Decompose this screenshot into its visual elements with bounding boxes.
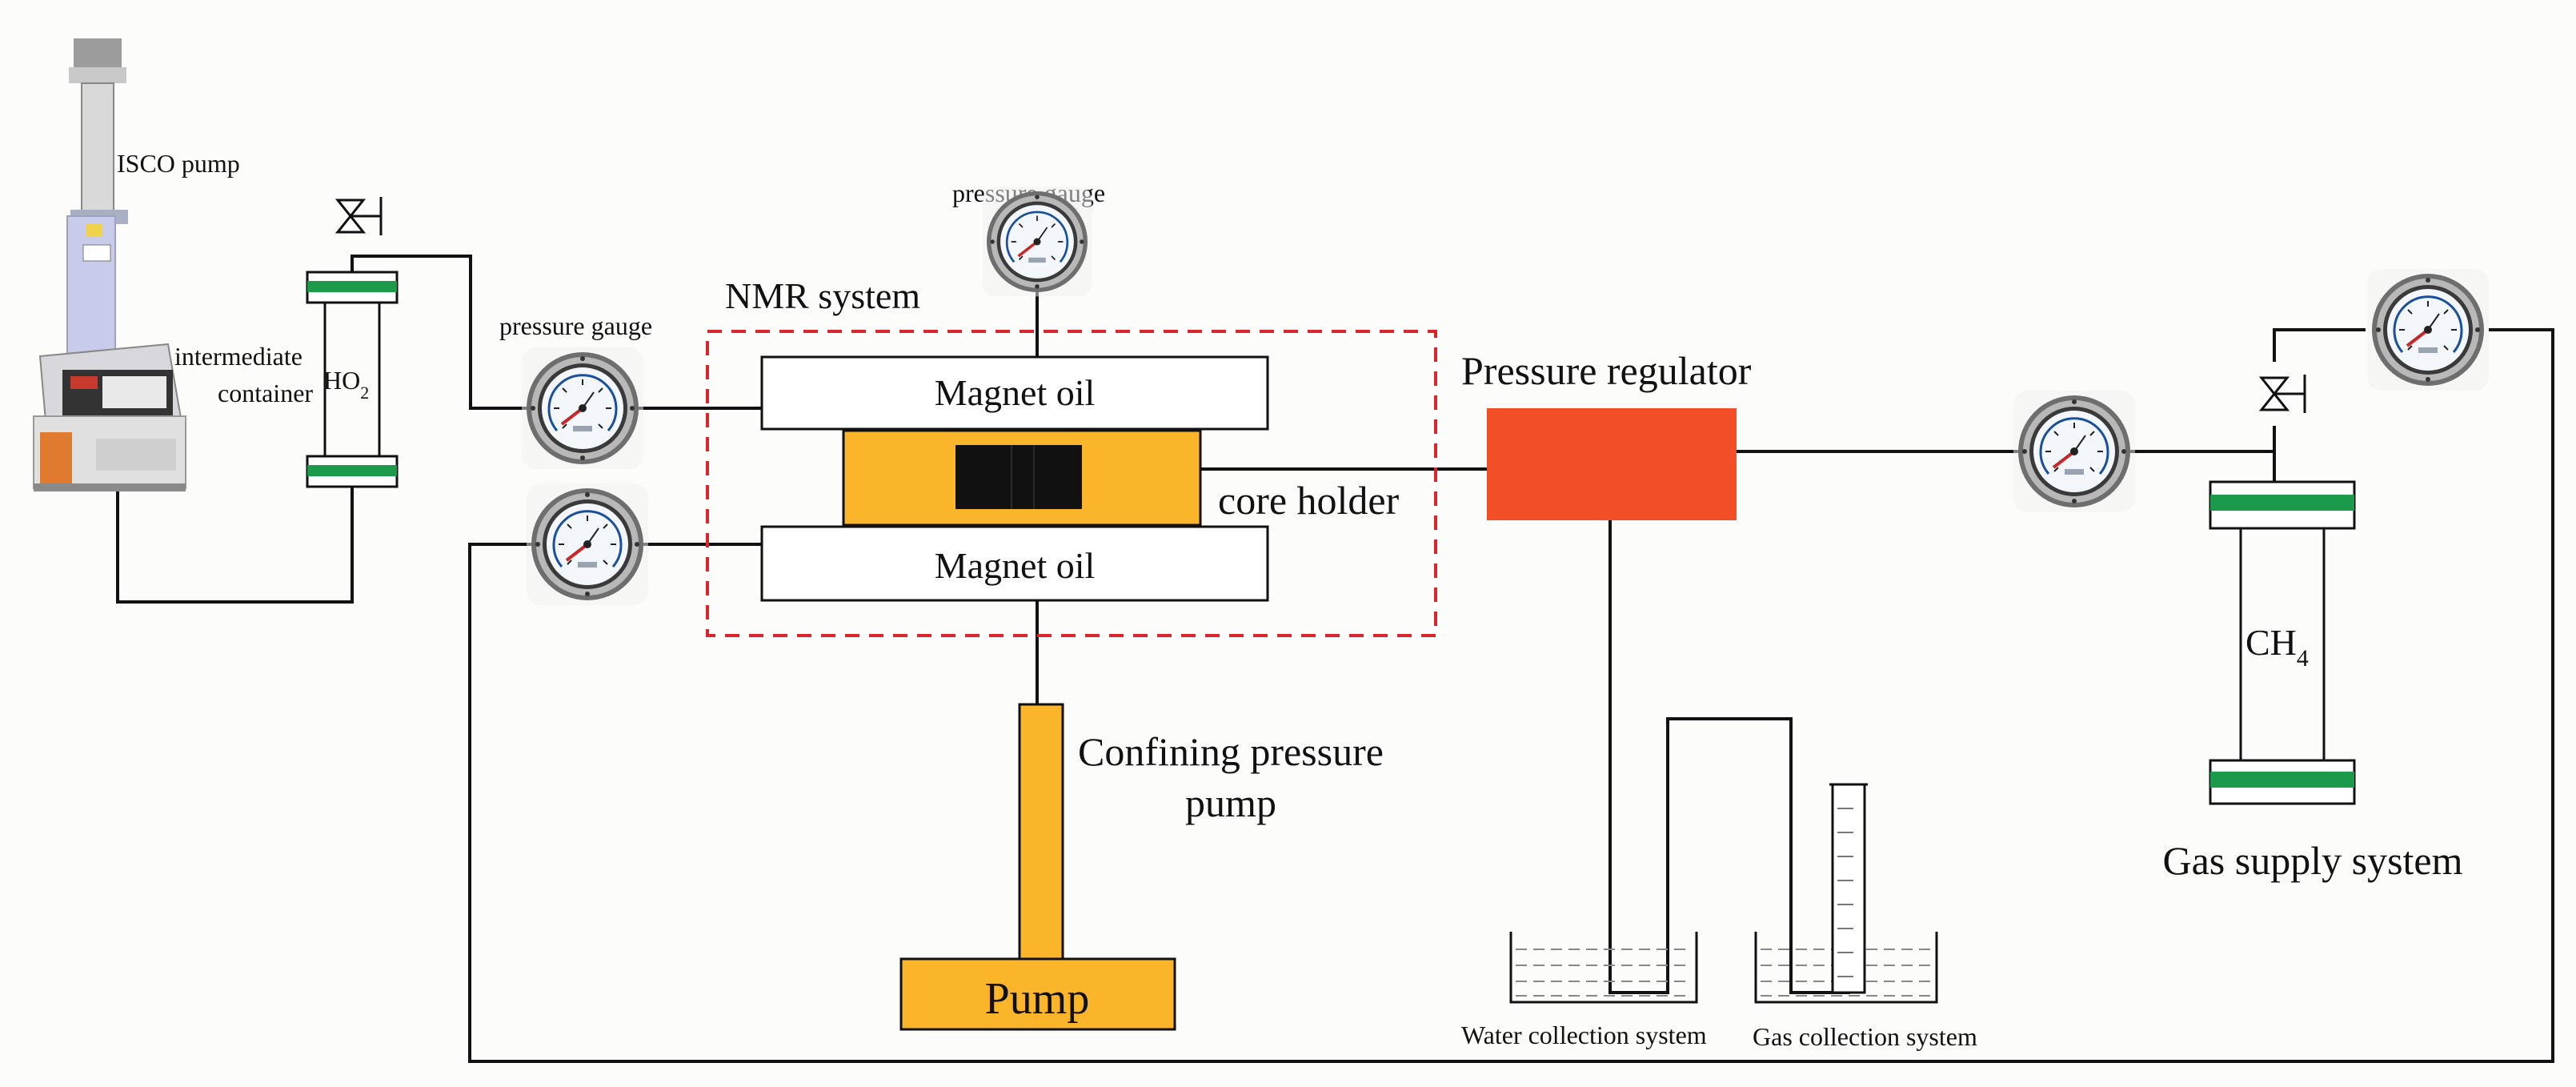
gas-collection-system-label: Gas collection system [1753,1022,1977,1051]
confining-pump-cylinder [1018,703,1064,961]
nmr-system-boundary [706,330,1437,637]
pipeline-lines [116,255,2554,1063]
isco-pump-icon [33,38,186,491]
beaker-icon [1509,932,1698,1004]
pressure-gauge-icon [980,185,1094,299]
nmr-system-label: NMR system [725,275,920,316]
pressure-gauge-icon [2012,389,2137,514]
pressure-gauge-left-label: pressure gauge [499,311,652,340]
pressure-regulator [1487,408,1737,520]
needle-valve-icon [2260,373,2306,415]
graduated-cylinder-icon [1829,783,1868,994]
water-collection-system-label: Water collection system [1461,1021,1707,1049]
pressure-gauge-icon [2366,267,2490,392]
intermediate-container-label-line2: container [218,379,313,407]
ch4-label: CH4 [2245,622,2309,672]
magnet-oil-top-label: Magnet oil [935,372,1096,413]
intermediate-container-label-line1: intermediate [174,342,302,371]
magnet-oil-top [760,355,1269,431]
isco-pump-label: ISCO pump [117,149,240,178]
pump-base [899,957,1176,1031]
gas-supply-system-label: Gas supply system [2163,838,2463,883]
core-sample [955,445,1082,509]
confining-pump-label-line1: Confining pressure [1078,729,1384,774]
core-holder-label: core holder [1218,478,1400,523]
intermediate-container [306,271,399,488]
needle-valve-icon [336,195,383,237]
gas-supply-container [2209,480,2356,805]
pressure-gauge-icon [520,346,645,471]
magnet-oil-bottom [760,525,1269,602]
ho2-label: HO2 [323,366,369,403]
magnet-oil-bottom-label: Magnet oil [935,545,1096,586]
confining-pump-label-line2: pump [1185,780,1276,825]
pump-label: Pump [985,974,1090,1024]
pressure-regulator-label: Pressure regulator [1461,348,1752,393]
pressure-gauge-icon [525,482,650,607]
beaker-icon [1754,932,1938,1004]
